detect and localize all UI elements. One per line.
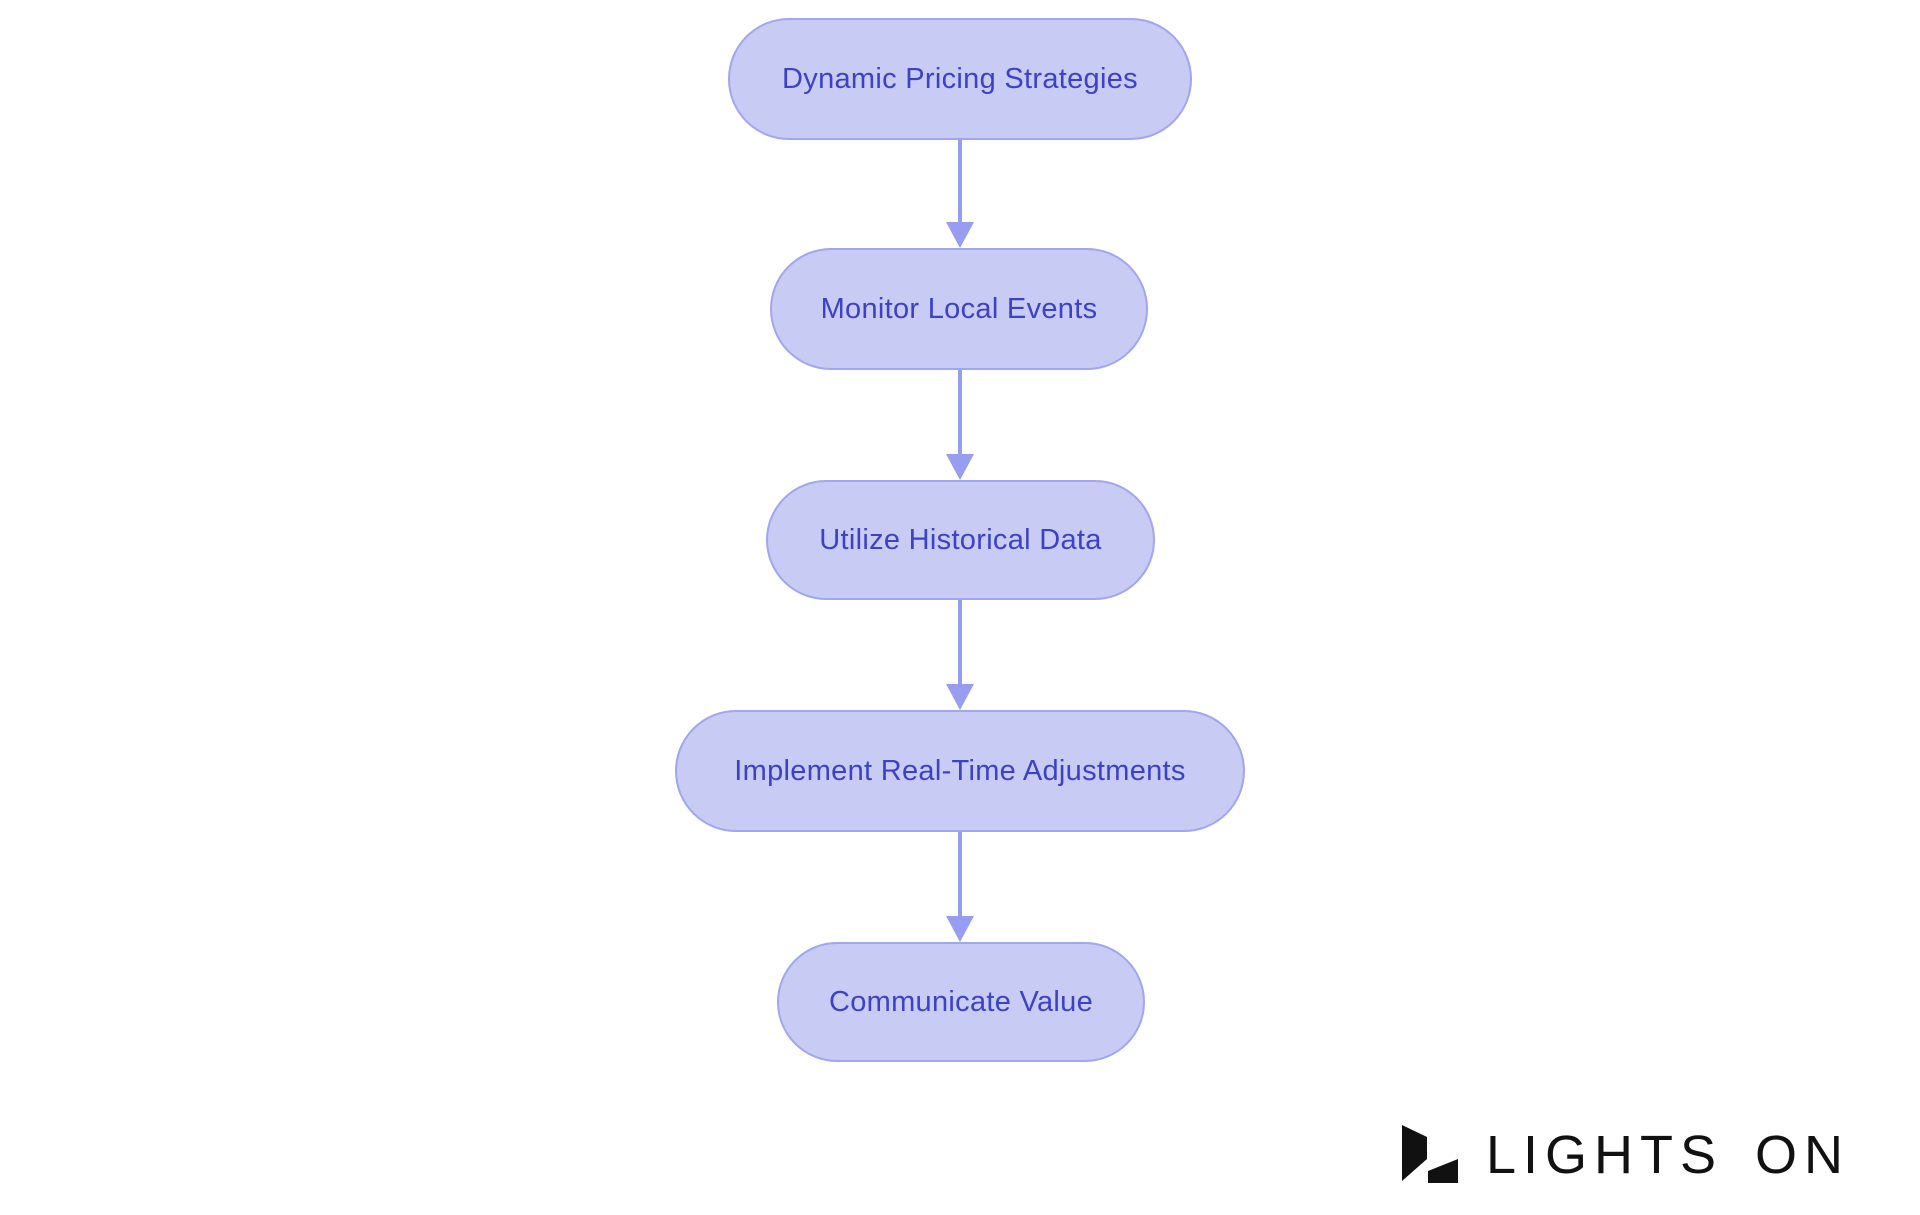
flow-node-label: Communicate Value (828, 985, 1094, 1018)
arrow-down-icon (946, 454, 974, 480)
flow-node-label: Dynamic Pricing Strategies (782, 62, 1138, 95)
arrow-down-icon (946, 222, 974, 248)
flow-node-dynamic-pricing-strategies: Dynamic Pricing Strategies (728, 18, 1192, 140)
lights-on-logo: LIGHTS ON (1402, 1123, 1850, 1185)
flow-arrow-2 (946, 370, 974, 480)
flow-node-label: Monitor Local Events (820, 292, 1098, 325)
flow-node-communicate-value: Communicate Value (777, 942, 1145, 1062)
flow-node-monitor-local-events: Monitor Local Events (770, 248, 1148, 370)
flow-arrow-4 (946, 832, 974, 942)
flow-node-implement-real-time-adjustments: Implement Real-Time Adjustments (675, 710, 1245, 832)
arrow-down-icon (946, 684, 974, 710)
arrow-down-icon (946, 916, 974, 942)
lights-on-flag-mark-icon (1402, 1125, 1458, 1183)
flow-arrow-3 (946, 600, 974, 710)
flow-node-label: Implement Real-Time Adjustments (734, 754, 1186, 787)
lights-on-logo-text: LIGHTS ON (1486, 1125, 1851, 1185)
flow-node-utilize-historical-data: Utilize Historical Data (766, 480, 1155, 600)
flow-arrow-1 (946, 140, 974, 248)
flow-node-label: Utilize Historical Data (819, 523, 1102, 556)
arrow-line (958, 370, 962, 454)
arrow-line (958, 140, 962, 222)
arrow-line (958, 832, 962, 916)
arrow-line (958, 600, 962, 684)
